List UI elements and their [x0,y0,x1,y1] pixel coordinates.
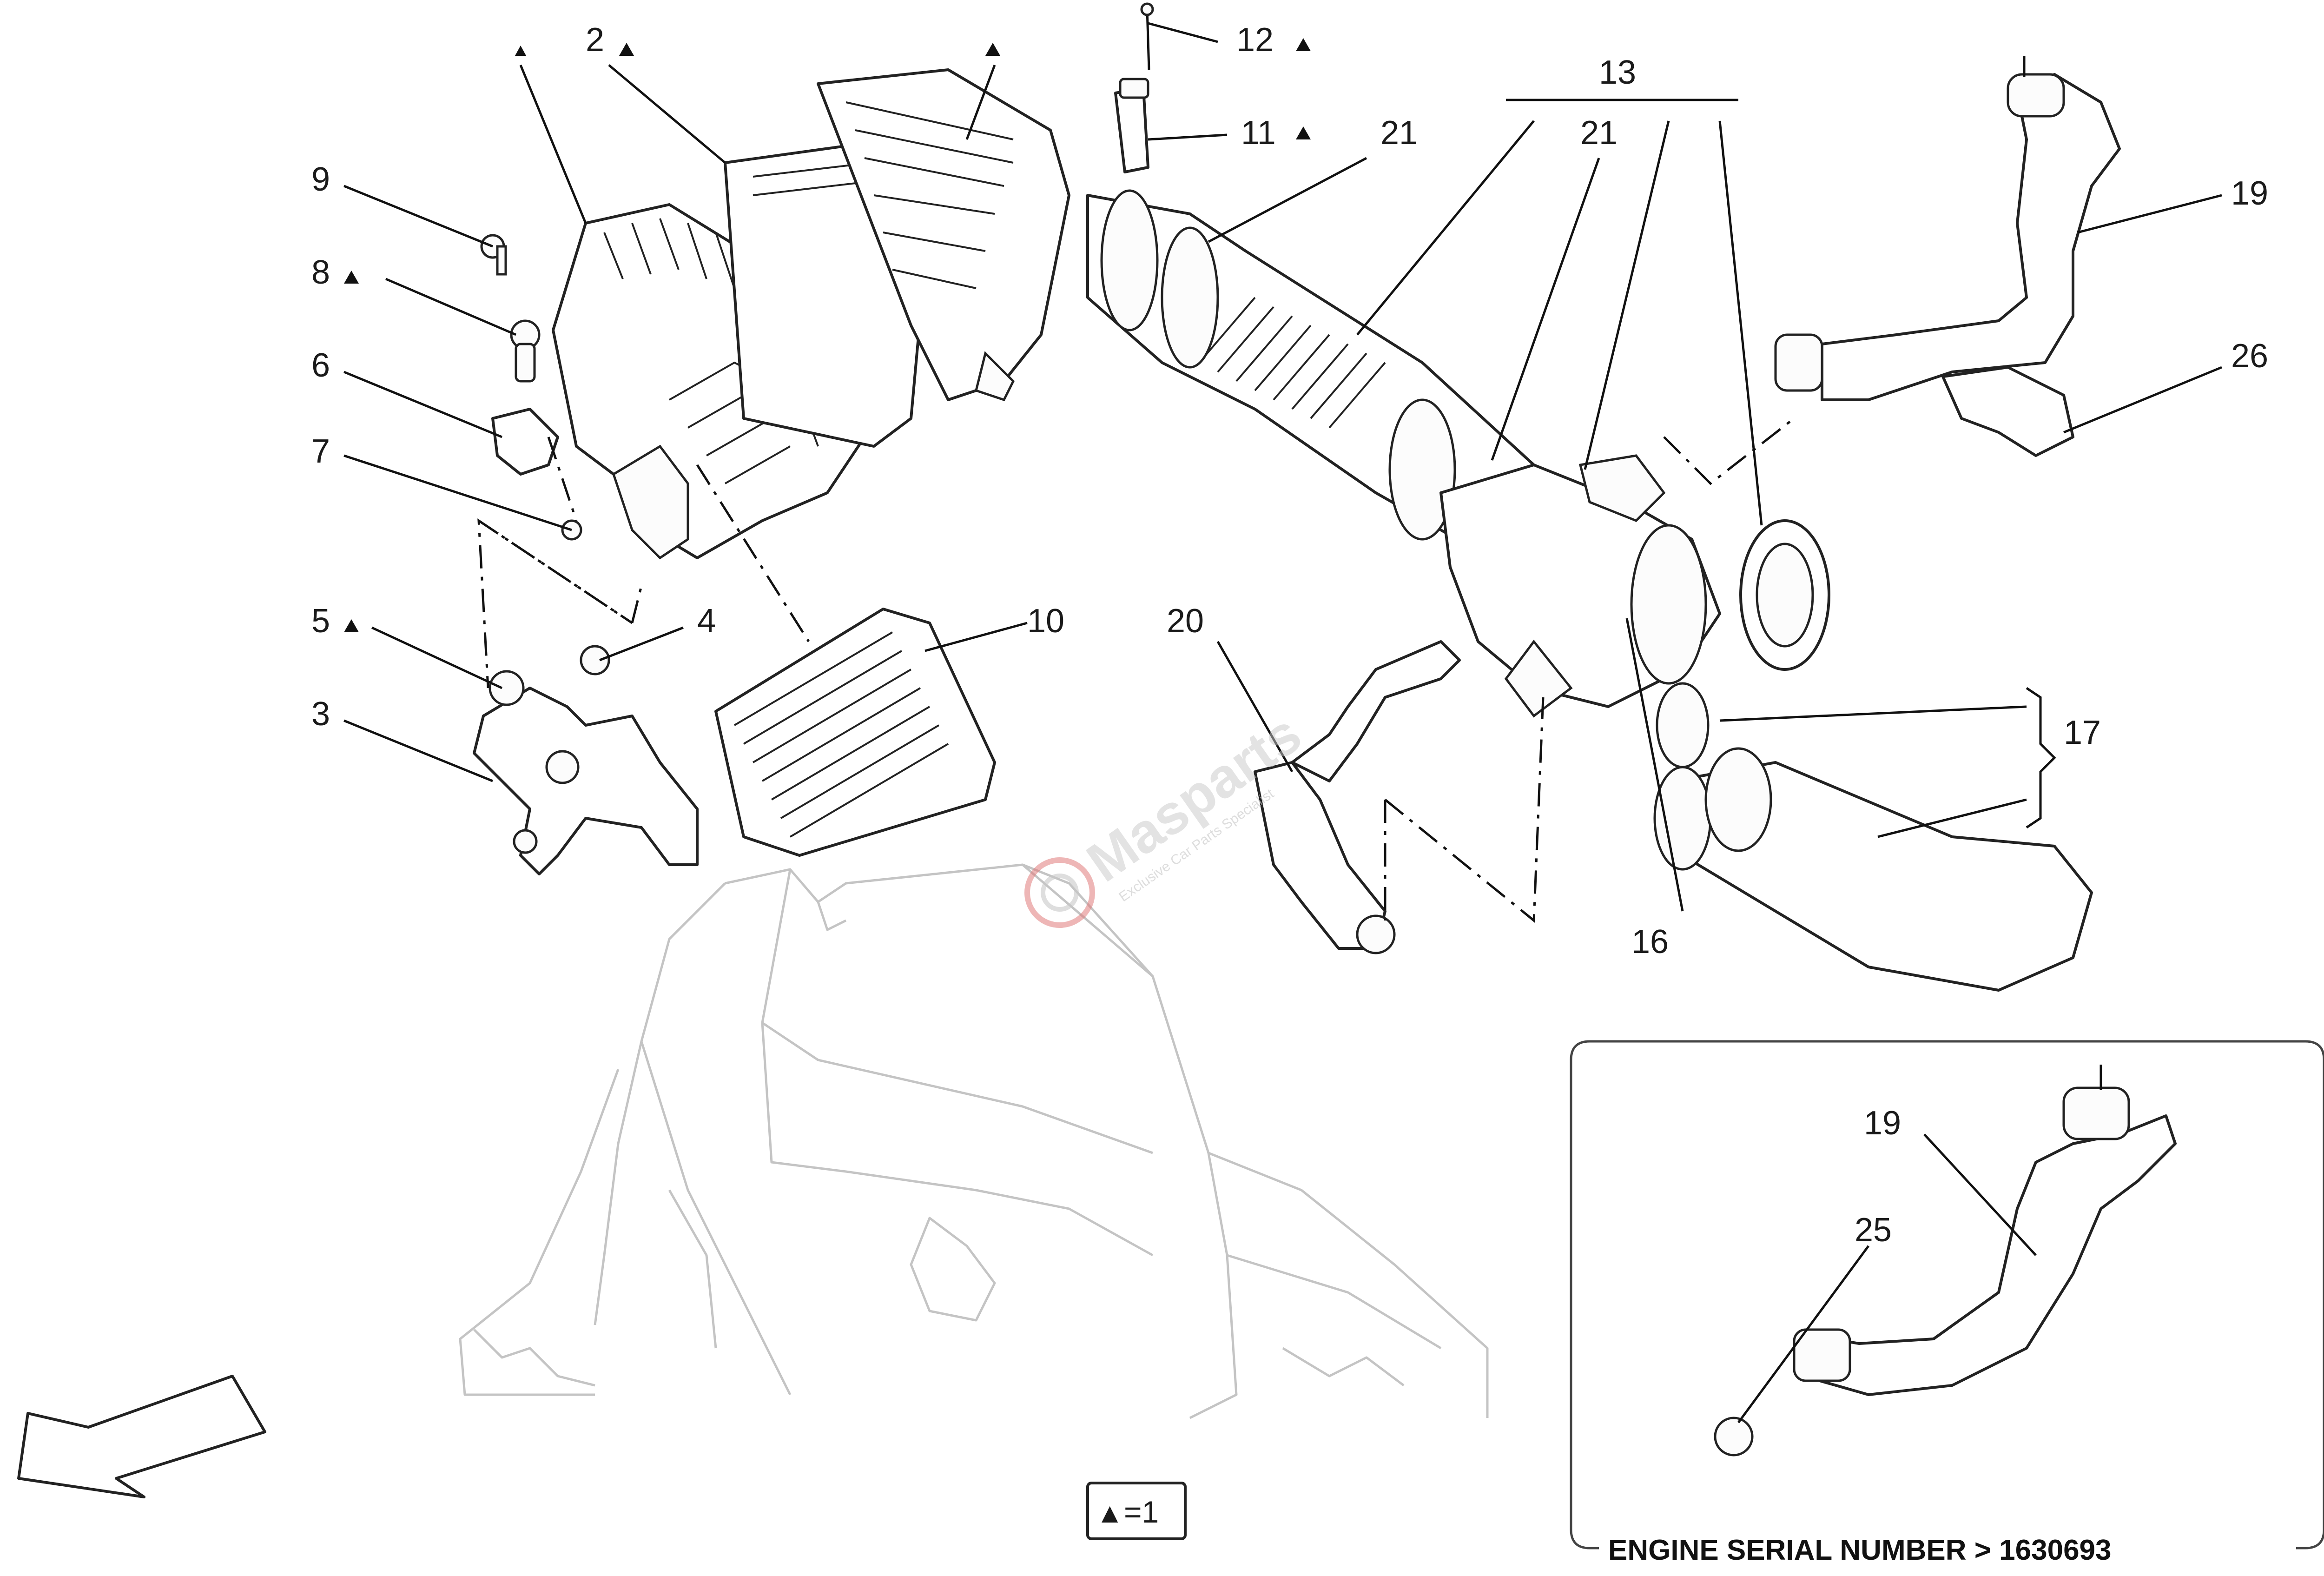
callout-6: 6 [311,347,330,384]
intake-duct [1086,189,1572,569]
front-direction-arrow-icon [17,1375,266,1498]
callout-21b: 21 [1580,114,1618,152]
callout-11: 11 [1241,114,1276,152]
triangle-icon [619,43,634,56]
triangle-icon [344,271,359,284]
maf-sensor [1114,2,1154,173]
callout-4: 4 [697,603,716,640]
triangle-icon [985,43,1000,56]
callout-8: 8 [311,254,330,291]
inset-parts [1714,1065,2177,1457]
engine-housing-ghost [459,863,1489,1419]
callout-labels: 9 8 6 7 5 4 3 2 12 11 21 13 21 10 20 16 … [311,21,2268,1249]
fasteners [480,234,610,706]
callout-20: 20 [1167,603,1204,640]
watermark-logo-icon [1024,857,1095,928]
breather-pipe-20 [1254,640,1461,954]
triangle-icon [344,619,359,632]
callout-5: 5 [311,603,330,640]
airbox-lower [817,68,1070,402]
clamp-26 [1941,366,2074,457]
callout-17: 17 [2064,714,2101,751]
callout-25: 25 [1855,1212,1892,1249]
hose-17 [1653,682,2093,992]
callout-9: 9 [311,161,330,198]
callout-19: 19 [2231,175,2268,212]
callout-16: 16 [1631,923,1669,960]
callout-13: 13 [1599,54,1636,91]
inset-caption: ENGINE SERIAL NUMBER > 1630693 [1608,1534,2112,1566]
callout-26: 26 [2231,338,2268,375]
callout-19-inset: 19 [1864,1105,1901,1142]
hose-19 [1774,56,2121,401]
callout-7: 7 [311,433,330,470]
callout-21a: 21 [1380,114,1418,152]
assembly-centerlines [477,417,1795,923]
callout-3: 3 [311,695,330,733]
bracket-6 [491,408,559,476]
legend-box: ▲ =1 [1086,1482,1187,1540]
inset-frame: ENGINE SERIAL NUMBER > 1630693 [1570,1040,2324,1566]
leader-lines [343,22,2222,1424]
bracket-3 [473,687,699,875]
rubber-coupling [1739,519,1830,671]
throttle-body [1439,454,1721,718]
triangle-icon [1296,126,1311,139]
air-inlet-duct-10 [714,608,996,857]
triangle-icon [515,46,526,56]
triangle-markers [344,38,1311,632]
triangle-icon [1296,38,1311,51]
callout-12: 12 [1236,21,1274,59]
callout-10: 10 [1027,603,1064,640]
callout-2: 2 [586,21,604,59]
legend-symbol: ▲ [1096,1497,1123,1529]
legend-text: =1 [1124,1495,1159,1529]
